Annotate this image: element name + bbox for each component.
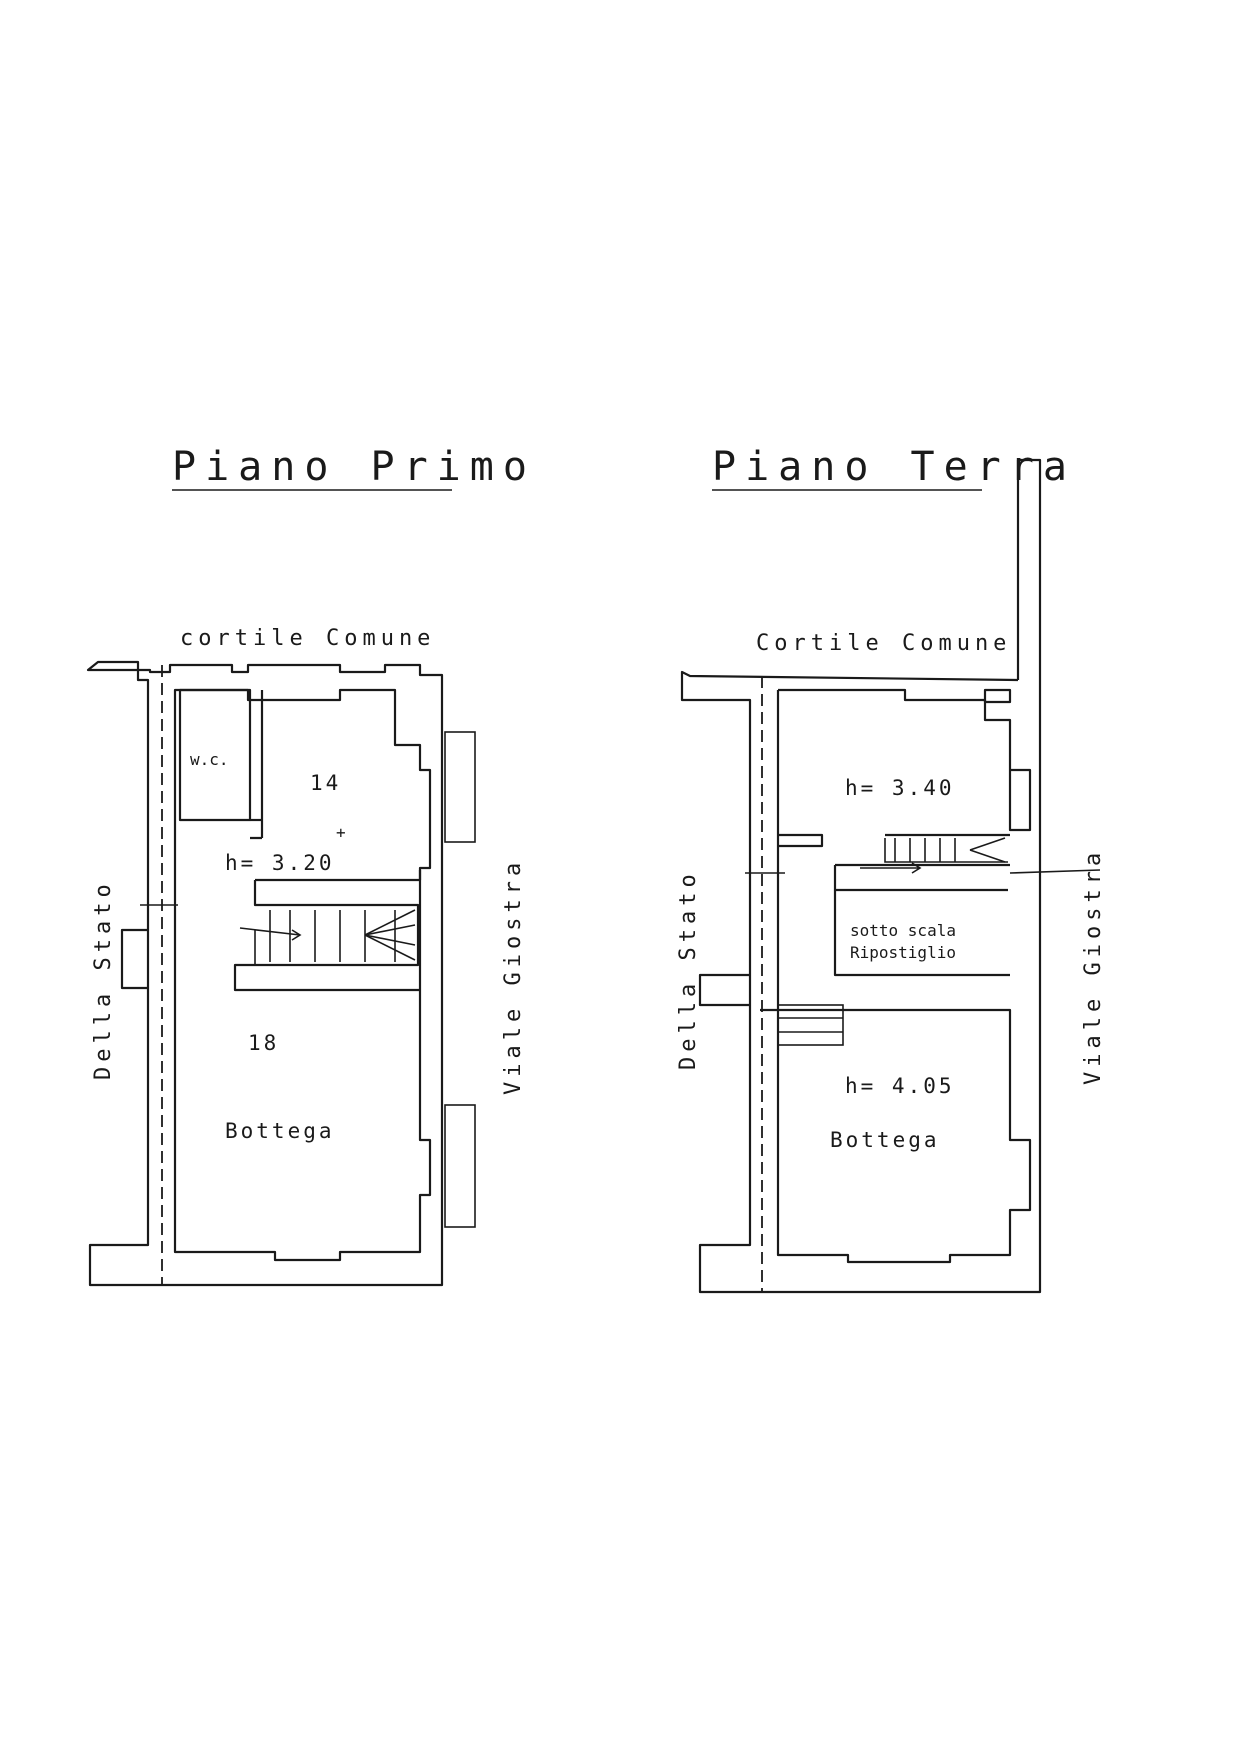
room-number-lower: 18: [248, 1031, 279, 1055]
understair-label-1: sotto scala: [850, 921, 956, 940]
room-name-bottega-terra: Bottega: [830, 1128, 940, 1152]
outer-wall: [86, 660, 444, 1287]
street-right-primo: Viale Giostra: [501, 858, 526, 1095]
plan-piano-terra: Piano Terra Cortile Comune: [676, 444, 1106, 1294]
courtyard-label: cortile Comune: [180, 626, 435, 651]
title-piano-primo: Piano Primo: [172, 444, 536, 490]
outer-wall: [680, 460, 1020, 1294]
height-label-terra-upper: h= 3.40: [845, 776, 955, 800]
room-number-upper: 14: [310, 771, 341, 795]
entrance-steps: [777, 1004, 844, 1046]
balcony-upper: [444, 731, 476, 843]
upper-room-wall: [250, 836, 422, 882]
plus-mark: +: [336, 823, 346, 842]
inner-wall: [173, 688, 432, 1262]
partition-stub: [778, 833, 824, 848]
wc-label: w.c.: [190, 750, 229, 769]
upper-room-wall: [778, 688, 1032, 832]
plan-piano-primo: Piano Primo cortile Comune w.c.: [86, 444, 536, 1287]
wc-room: [178, 688, 252, 822]
room-name-bottega-primo: Bottega: [225, 1119, 335, 1143]
street-left-terra: Della Stato: [676, 869, 701, 1070]
title-piano-terra: Piano Terra: [712, 444, 1076, 490]
understair-wall: [833, 890, 1010, 977]
courtyard-label: Cortile Comune: [756, 631, 1011, 656]
boundary-wall: [1018, 458, 1042, 1294]
stair-terra: [833, 833, 1101, 892]
height-label-primo: h= 3.20: [225, 851, 335, 875]
balcony-lower: [444, 1104, 476, 1228]
left-pier: [698, 973, 750, 1007]
street-left-primo: Della Stato: [91, 879, 116, 1080]
understair-label-2: Ripostiglio: [850, 943, 956, 962]
height-label-terra-lower: h= 4.05: [845, 1074, 955, 1098]
left-pier: [120, 928, 148, 990]
stair-primo: [233, 880, 420, 992]
street-right-terra: Viale Giostra: [1081, 848, 1106, 1085]
